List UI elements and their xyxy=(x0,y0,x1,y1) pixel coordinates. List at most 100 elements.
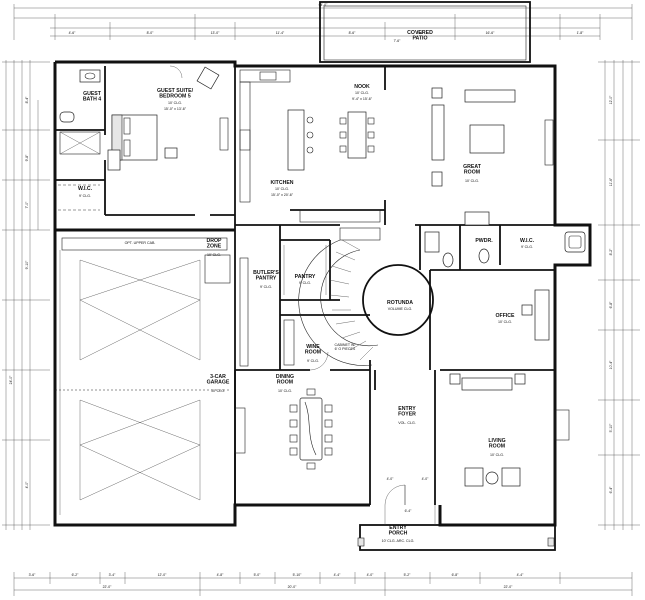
nook-room: NOOK 10' CLG. 9'-4" x 15'-6" xyxy=(339,84,375,159)
side-table-icon xyxy=(431,171,443,187)
dim-patio: 7'-6" xyxy=(394,39,402,43)
front-door-swing xyxy=(384,484,406,506)
toilet-icon xyxy=(478,248,490,264)
dim-bottom-seg: 4'-4" xyxy=(517,573,525,577)
dim-bottom-seg: 5'-0" xyxy=(254,573,262,577)
dim-bottom-seg: 5'-2" xyxy=(404,573,412,577)
dim-left-seg: 4'-0" xyxy=(25,481,29,489)
guest-suite-size: 15'-0" x 13'-6" xyxy=(164,107,187,111)
dining-table xyxy=(299,397,323,461)
dining-ceiling: 10' CLG. xyxy=(278,389,292,393)
top-dimension-lines: 64'-0" 4'-6" 8'-0" 13'-0" 11'-4" 8'-6" 2… xyxy=(13,3,633,43)
armchair-icon xyxy=(464,467,484,487)
dim-top-seg: 8'-6" xyxy=(349,31,357,35)
dim-bottom-seg: 5'-10" xyxy=(293,573,302,577)
side-table-icon xyxy=(514,373,526,385)
dim-bottom-seg: 4'-4" xyxy=(334,573,342,577)
dim-bottom-seg: 3'-6" xyxy=(29,573,37,577)
wic-right-room: W.I.C. 9' CLG. xyxy=(520,231,586,253)
counter-left xyxy=(239,81,251,203)
stair-treads xyxy=(329,239,374,361)
pantry-ceiling: 9' CLG. xyxy=(299,281,311,285)
bottom-dimension-lines: 3'-6" 6'-2" 3'-4" 12'-0" 4'-8" 5'-0" 5'-… xyxy=(13,572,633,596)
sink-icon xyxy=(464,211,490,226)
great-room-ceiling: 10' CLG. xyxy=(465,179,479,183)
side-table-icon xyxy=(449,373,461,385)
nightstand-icon xyxy=(107,149,121,171)
coffee-table-icon xyxy=(469,124,505,154)
opt-upper-cab-label: OPT. UPPER CAB. xyxy=(125,241,156,245)
pantry-room: PANTRY 9' CLG. xyxy=(283,245,327,295)
porch-dim: 4'-0" xyxy=(422,477,430,481)
dim-bottom-seg: 4'-8" xyxy=(217,573,225,577)
wic-label: W.I.C. xyxy=(78,186,93,192)
dim-bottom-seg: 6'-8" xyxy=(452,573,460,577)
fireplace-icon xyxy=(554,409,570,441)
wine-room-ceiling: 9' CLG. xyxy=(307,359,319,363)
dim-bottom-overall: 20'-0" xyxy=(288,585,297,589)
left-dimension-lines: 8'-4" 9'-8" 7'-0" 9'-10" 24'-0" 4'-0" xyxy=(2,60,50,530)
dim-left-seg: 24'-0" xyxy=(9,375,13,384)
dim-bottom-overall: 22'-0" xyxy=(103,585,112,589)
guest-wic-room: W.I.C. 9' CLG. xyxy=(58,184,100,211)
round-table-icon xyxy=(485,471,499,485)
porch-column xyxy=(547,537,555,547)
desk-icon xyxy=(534,289,550,341)
butlers-pantry-ceiling: 9' CLG. xyxy=(260,285,272,289)
toilet-icon xyxy=(59,111,75,123)
kitchen-island xyxy=(287,109,305,171)
armchair-icon xyxy=(501,467,521,487)
porch-dim: 4'-0" xyxy=(387,477,395,481)
office-room: OFFICE 10' CLG. xyxy=(495,289,550,341)
rotunda-area: ROTUNDA VOLUME CLG. xyxy=(298,227,434,366)
garage-storage xyxy=(234,407,246,454)
dim-bottom-seg: 4'-0" xyxy=(367,573,375,577)
chair-icon xyxy=(521,304,533,316)
fireplace-icon xyxy=(544,119,554,166)
garage-ceiling: 10' CLG. xyxy=(211,389,225,393)
powder-room: PWDR. xyxy=(424,211,493,268)
sink-icon xyxy=(259,71,277,81)
dim-left-seg: 9'-8" xyxy=(25,154,29,162)
ac-unit-icon xyxy=(564,231,586,253)
entry-porch-ceiling: 10' CLG. ARC. CLG. xyxy=(382,539,415,543)
living-room-ceiling: 10' CLG. xyxy=(490,453,504,457)
kitchen-ceiling: 10' CLG. xyxy=(275,187,289,191)
dim-right-seg: 5'-10" xyxy=(609,423,613,432)
dim-right-seg: 6'-8" xyxy=(609,301,613,309)
dim-right-seg: 12'-0" xyxy=(609,95,613,104)
vanity-sink-icon xyxy=(424,231,440,253)
porch-dim: 6'-4" xyxy=(405,509,413,513)
dim-left-seg: 8'-4" xyxy=(25,96,29,104)
dim-left-seg: 7'-0" xyxy=(25,201,29,209)
office-ceiling: 10' CLG. xyxy=(498,320,512,324)
rotunda-label: ROTUNDA xyxy=(387,300,413,306)
guest-suite-room: GUEST SUITE/BEDROOM 5 10' CLG. 15'-0" x … xyxy=(107,65,229,171)
door-swing xyxy=(309,351,329,371)
right-dimension-lines: 12'-0" 11'-6" 8'-2" 6'-8" 10'-4" 5'-10" … xyxy=(598,60,640,530)
dresser-icon xyxy=(219,117,229,151)
dim-top-seg: 4'-6" xyxy=(69,31,77,35)
wic-ceiling: 9' CLG. xyxy=(79,194,91,198)
dim-left-seg: 9'-10" xyxy=(25,260,29,269)
nook-table xyxy=(347,111,367,159)
guest-suite-ceiling: 10' CLG. xyxy=(168,101,182,105)
guest-suite-label: GUEST SUITE/BEDROOM 5 xyxy=(157,88,194,100)
drop-zone-ceiling: 10' CLG. xyxy=(207,253,221,257)
dim-right-seg: 11'-6" xyxy=(609,177,613,186)
